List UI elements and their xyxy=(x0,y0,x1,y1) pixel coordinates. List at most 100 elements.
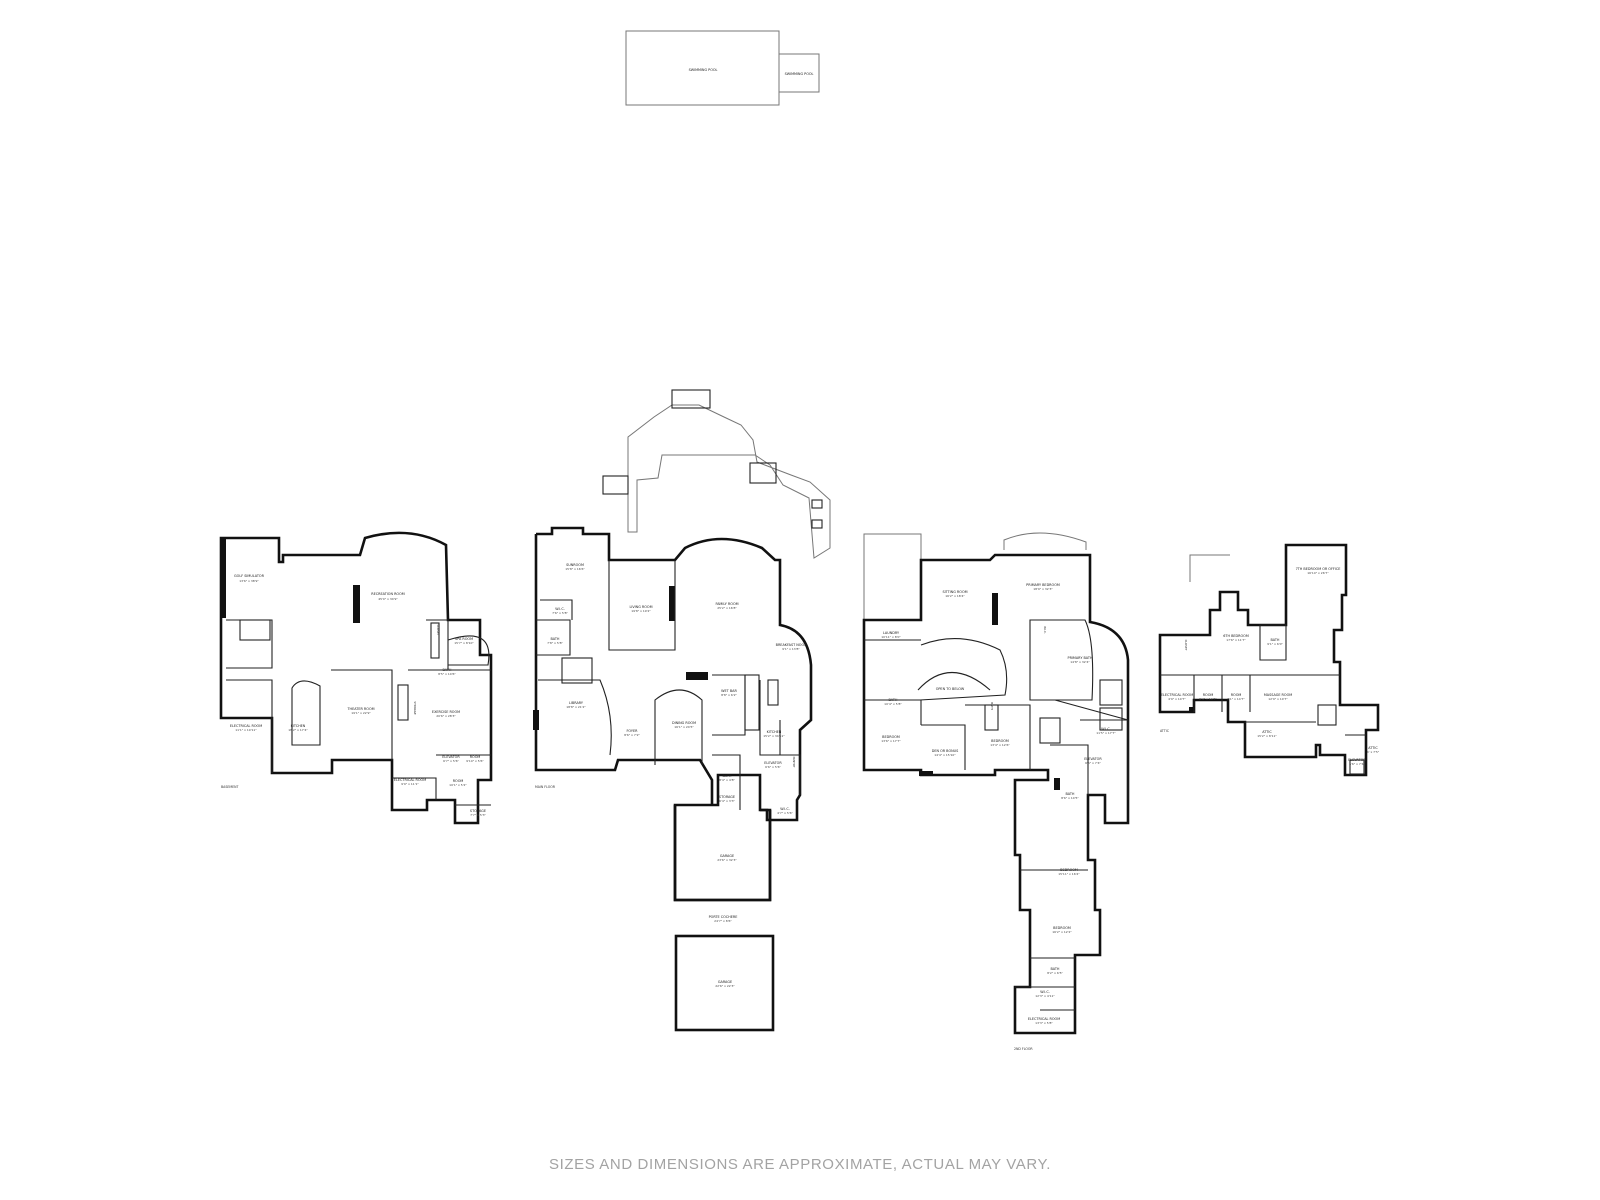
living-name: LIVING ROOM xyxy=(629,605,652,609)
bsmt-kitchen-name: KITCHEN xyxy=(291,724,306,728)
second-wic-name: W.I.C. xyxy=(1101,727,1111,731)
attic-elevator-dim: 6'6" x 7'4" xyxy=(1349,762,1365,766)
attic-room2-name: ROOM xyxy=(1231,693,1242,697)
second-elevator-name: ELEVATOR xyxy=(1084,757,1102,761)
laundry-dim: 10'11" x 8'0" xyxy=(881,635,901,639)
attic-electrical-name: ELECTRICAL ROOM xyxy=(1161,693,1193,697)
family-name: FAMILY ROOM xyxy=(715,602,738,606)
main-bath2-dim: 8'4" x 4'8" xyxy=(719,778,735,782)
second-wic2-name: W.I.C. xyxy=(1040,990,1050,994)
attic-plan: 7TH BEDROOM OR OFFICE 16'10" x 26'7" 6TH… xyxy=(1158,543,1380,777)
second-bath3-name: BATH xyxy=(1050,967,1059,971)
bsmt-storage-name: STORAGE xyxy=(470,809,486,813)
attic-room1-dim: 8'4" x 14'7" xyxy=(1199,697,1217,701)
bsmt-kitchen-dim: 18'2" x 17'4" xyxy=(288,728,308,732)
bedroom3-dim: 15'11" x 16'4" xyxy=(1058,872,1080,876)
primary-name: PRIMARY BEDROOM xyxy=(1026,583,1060,587)
main-floor-label: MAIN FLOOR xyxy=(535,785,556,789)
library-dim: 18'8" x 21'2" xyxy=(566,705,586,709)
electrical-dim: 11'1" x 19'11" xyxy=(235,728,257,732)
bsmt-elevator-name: ELEVATOR xyxy=(442,755,460,759)
open-to-below-label: OPEN TO BELOW xyxy=(936,687,965,691)
exercise-dim: 20'6" x 28'3" xyxy=(436,714,456,718)
spa-room-name: SPA ROOM xyxy=(455,637,473,641)
basement-plan: GOLF SIMULATOR 13'6" x 38'9" RECREATION … xyxy=(219,531,493,825)
primary-dim: 18'9" x 32'3" xyxy=(1033,587,1053,591)
bedroom2-name: BEDROOM xyxy=(991,739,1009,743)
main-wic2-name: W.I.C. xyxy=(780,807,790,811)
recreation-name: RECREATION ROOM xyxy=(371,592,404,596)
breakfast-dim: 9'1" x 13'8" xyxy=(782,647,800,651)
bedroom4-dim: 16'2" x 12'2" xyxy=(1052,930,1072,934)
den-name: DEN OR BONUS xyxy=(932,749,959,753)
bsmt-room2-dim: 10'1" x 5'2" xyxy=(449,783,467,787)
main-bath1-name: BATH xyxy=(550,637,559,641)
second-bath2-name: BATH xyxy=(1065,792,1074,796)
main-wic2-dim: 4'7" x 5'6" xyxy=(777,811,793,815)
second-wic2-dim: 12'3" x 4'11" xyxy=(1035,994,1055,998)
attic-room1-name: ROOM xyxy=(1203,693,1214,697)
bedroom3-name: BEDROOM xyxy=(1060,868,1078,872)
bsmt-closet-label: CLOSET xyxy=(436,625,440,636)
main-kitchen-dim: 15'2" x 34'11" xyxy=(763,734,785,738)
main-elevator-dim: 6'6" x 5'6" xyxy=(765,765,781,769)
bedroom1-name: BEDROOM xyxy=(882,735,900,739)
spa-label: SWIMMING POOL xyxy=(785,72,814,76)
attic-elevator-name: ELEVATOR xyxy=(1348,758,1366,762)
massage-dim: 12'9" x 10'7" xyxy=(1268,697,1288,701)
bsmt-storage-v-label: STORAGE xyxy=(413,701,417,715)
second-wic-dim: 11'5" x 17'7" xyxy=(1096,731,1116,735)
sunroom-name: SUNROOM xyxy=(566,563,584,567)
attic-electrical-dim: 4'9" x 10'7" xyxy=(1168,697,1186,701)
main-bath1-dim: 7'8" x 5'8" xyxy=(547,641,563,645)
second-bath1-name: BATH xyxy=(888,698,897,702)
second-electrical-name: ELECTRICAL ROOM xyxy=(1028,1017,1060,1021)
dining-name: DINING ROOM xyxy=(672,721,696,725)
bsmt-bath-name: BATH xyxy=(442,668,451,672)
bsmt-elevator-dim: 6'7" x 5'6" xyxy=(443,759,459,763)
primarybath-dim: 14'8" x 32'4" xyxy=(1070,660,1090,664)
sixth-name: 6TH BEDROOM xyxy=(1223,634,1249,638)
garage1-name: GARAGE xyxy=(720,854,734,858)
bsmt-room1-name: ROOM xyxy=(470,755,481,759)
attic2-dim: 4' x 7'5" xyxy=(1367,750,1380,754)
pantry-label: PANTRY xyxy=(792,757,796,768)
electrical-name: ELECTRICAL ROOM xyxy=(230,724,262,728)
foyer-name: FOYER xyxy=(626,729,638,733)
second-elevator-dim: 6'6" x 7'4" xyxy=(1085,761,1101,765)
massage-name: MASSAGE ROOM xyxy=(1264,693,1292,697)
spa-pool xyxy=(778,53,820,93)
sixth-dim: 17'6" x 11'7" xyxy=(1226,638,1246,642)
basement-floor-label: BASEMENT xyxy=(221,785,239,789)
attic2-name: ATTIC xyxy=(1368,746,1378,750)
sitting-dim: 16'2" x 18'4" xyxy=(945,594,965,598)
theater-name: THEATER ROOM xyxy=(346,707,374,711)
second-bath2-dim: 8'6" x 10'5" xyxy=(1061,796,1079,800)
main-kitchen-name: KITCHEN xyxy=(767,730,782,734)
attic-closet-v-label: CLOSET xyxy=(1184,640,1188,651)
bsmt-room2-name: ROOM xyxy=(453,779,464,783)
main-floor-plan: SUNROOM 15'8" x 16'6" W.I.C. 7'6" x 5'8"… xyxy=(533,389,831,1032)
spa-room-dim: 15'7" x 8'10" xyxy=(454,641,474,645)
pool-label: SWIMMING POOL xyxy=(689,68,718,72)
main-bath2-name: BATH xyxy=(722,774,731,778)
electrical2-name: ELECTRICAL ROOM xyxy=(394,778,426,782)
attic-bath-dim: 9'1" x 6'0" xyxy=(1267,642,1283,646)
seventh-name: 7TH BEDROOM OR OFFICE xyxy=(1296,567,1341,571)
attic1-dim: 15'2" x 8'11" xyxy=(1257,734,1277,738)
attic-floor-label: ATTIC xyxy=(1160,729,1170,733)
garage1-dim: 23'6" x 32'3" xyxy=(717,858,737,862)
main-wic-name: W.I.C. xyxy=(555,607,565,611)
breakfast-name: BREAKFAST NOOK xyxy=(776,643,808,647)
family-dim: 25'2" x 16'8" xyxy=(717,606,737,610)
bsmt-bath-dim: 8'5" x 10'6" xyxy=(438,672,456,676)
main-elevator-name: ELEVATOR xyxy=(764,761,782,765)
golf-name: GOLF SIMULATOR xyxy=(234,574,265,578)
sitting-name: SITTING ROOM xyxy=(942,590,967,594)
bsmt-room1-dim: 9'10" x 5'6" xyxy=(466,759,484,763)
main-storage-name: STORAGE xyxy=(719,795,735,799)
pool-area: SWIMMING POOL SWIMMING POOL xyxy=(625,30,820,106)
seventh-dim: 16'10" x 26'7" xyxy=(1307,571,1329,575)
second-bath3-dim: 8'2" x 6'5" xyxy=(1047,971,1063,975)
